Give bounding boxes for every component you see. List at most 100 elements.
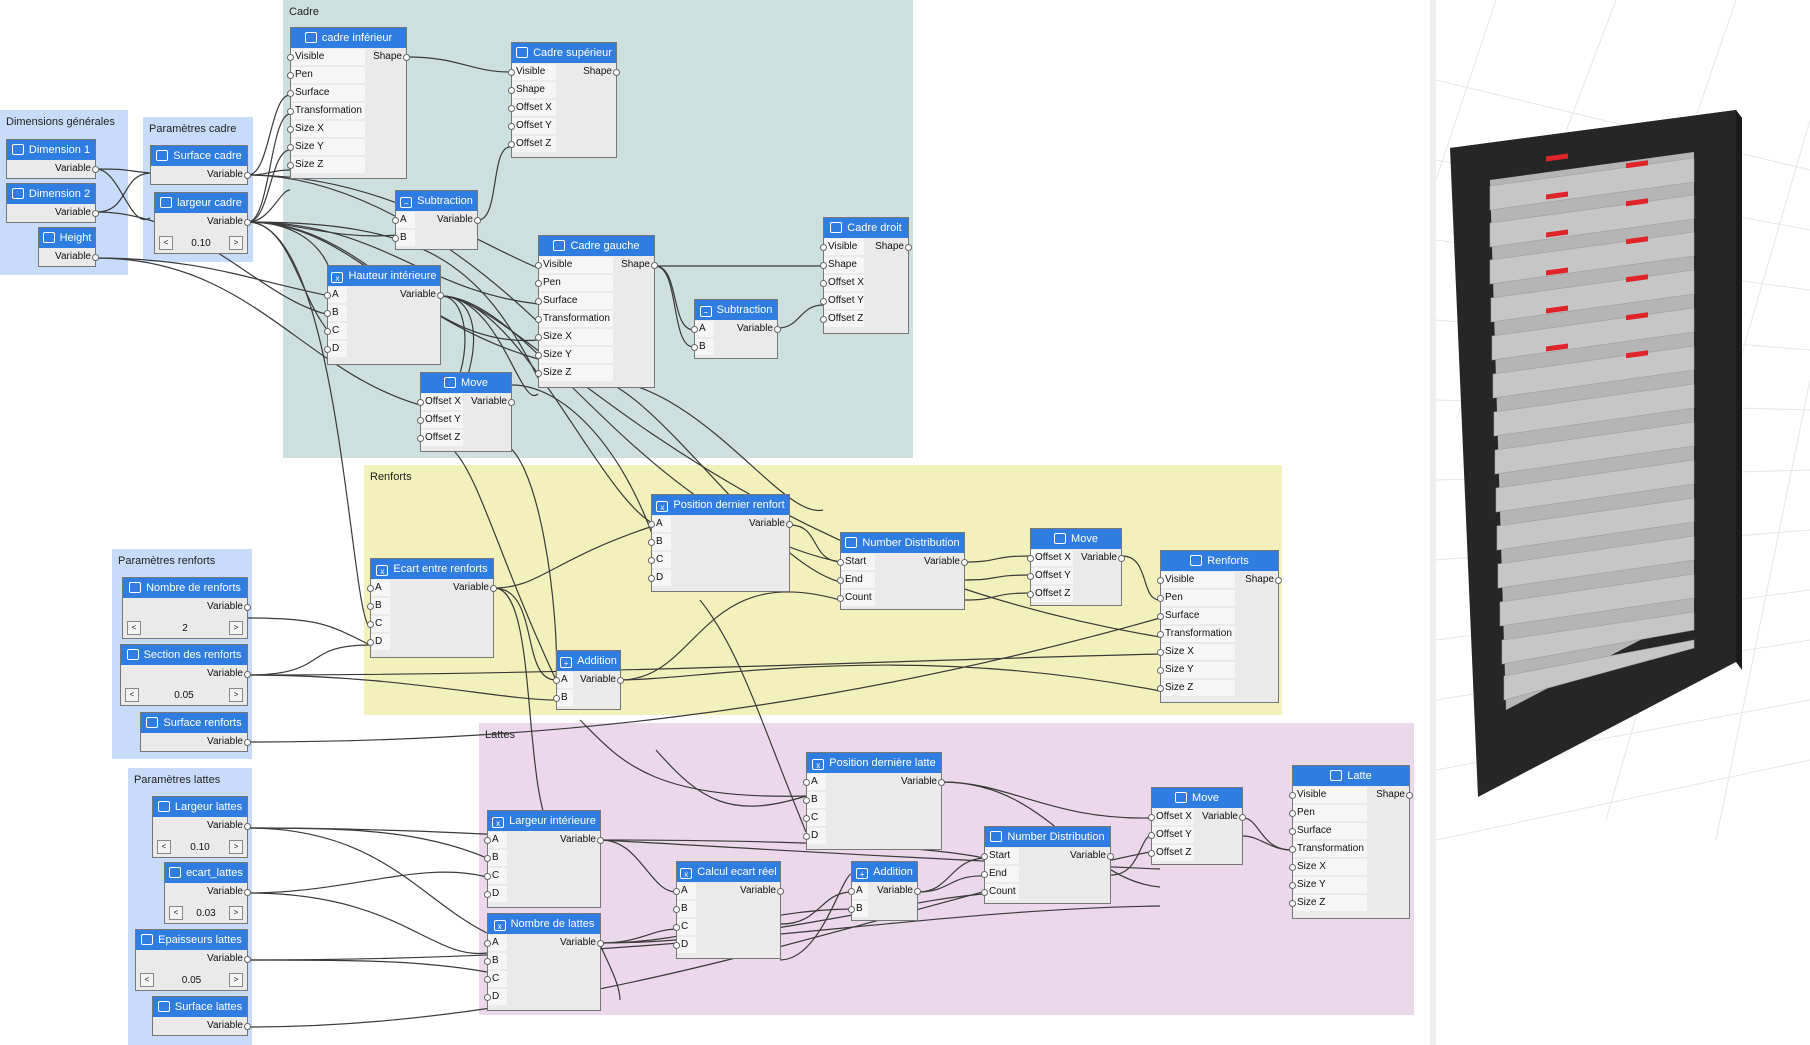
- increment-button[interactable]: >: [229, 688, 243, 702]
- nombre-renforts-node[interactable]: Nombre de renforts Variable < 2 >: [122, 577, 251, 639]
- cadre-superieur-node[interactable]: Cadre supérieur Visible Shape Shape Offs…: [508, 42, 620, 158]
- input-surface[interactable]: Surface: [1157, 608, 1235, 624]
- input-size-y[interactable]: Size Y: [1289, 877, 1367, 893]
- output-shape[interactable]: Shape: [1245, 572, 1282, 588]
- input-a[interactable]: A: [367, 580, 390, 596]
- input-c[interactable]: C: [803, 810, 826, 826]
- input-size-z[interactable]: Size Z: [1289, 895, 1367, 911]
- input-offset-x[interactable]: Offset X: [1148, 809, 1194, 825]
- input-count[interactable]: Count: [981, 884, 1019, 900]
- input-c[interactable]: C: [648, 552, 671, 568]
- input-surface[interactable]: Surface: [287, 85, 365, 101]
- input-transformation[interactable]: Transformation: [535, 311, 613, 327]
- subtraction-node-2[interactable]: −Subtraction A Variable B: [691, 299, 781, 359]
- output-variable[interactable]: Variable: [207, 214, 251, 230]
- input-size-z[interactable]: Size Z: [287, 157, 365, 173]
- input-shape[interactable]: Shape: [508, 82, 556, 98]
- output-variable[interactable]: Variable: [55, 249, 99, 265]
- output-variable[interactable]: Variable: [737, 321, 781, 337]
- surface-lattes-node[interactable]: Surface lattes Variable: [152, 996, 251, 1036]
- increment-button[interactable]: >: [229, 973, 243, 987]
- increment-button[interactable]: >: [229, 840, 243, 854]
- decrement-button[interactable]: <: [127, 621, 141, 635]
- input-pen[interactable]: Pen: [1157, 590, 1235, 606]
- input-offset-y[interactable]: Offset Y: [508, 118, 556, 134]
- input-offset-x[interactable]: Offset X: [1027, 550, 1073, 566]
- input-b[interactable]: B: [848, 901, 868, 917]
- input-a[interactable]: A: [673, 883, 696, 899]
- output-variable[interactable]: Variable: [901, 774, 945, 790]
- addition-node[interactable]: +Addition A Variable B: [553, 650, 624, 710]
- input-offset-z[interactable]: Offset Z: [417, 430, 463, 446]
- output-variable[interactable]: Variable: [400, 287, 444, 303]
- input-visible[interactable]: Visible: [508, 64, 556, 80]
- input-a[interactable]: A: [803, 774, 826, 790]
- input-start[interactable]: Start: [837, 554, 875, 570]
- dimension2-node[interactable]: Dimension 2 Variable: [6, 183, 99, 223]
- move-node[interactable]: Move Offset X Variable Offset Y Offset Z: [417, 372, 515, 452]
- input-offset-y[interactable]: Offset Y: [1027, 568, 1073, 584]
- output-variable[interactable]: Variable: [471, 394, 515, 410]
- move-node-2[interactable]: Move Offset X Variable Offset Y Offset Z: [1027, 528, 1125, 606]
- input-size-x[interactable]: Size X: [535, 329, 613, 345]
- output-variable[interactable]: Variable: [207, 666, 251, 682]
- output-variable[interactable]: Variable: [207, 951, 251, 967]
- input-b[interactable]: B: [553, 690, 573, 706]
- input-offset-y[interactable]: Offset Y: [1148, 827, 1194, 843]
- increment-button[interactable]: >: [229, 906, 243, 920]
- input-a[interactable]: A: [484, 832, 507, 848]
- output-shape[interactable]: Shape: [875, 239, 912, 255]
- output-shape[interactable]: Shape: [583, 64, 620, 80]
- input-size-x[interactable]: Size X: [1289, 859, 1367, 875]
- input-surface[interactable]: Surface: [1289, 823, 1367, 839]
- output-variable[interactable]: Variable: [453, 580, 497, 596]
- input-surface[interactable]: Surface: [535, 293, 613, 309]
- surface-renforts-node[interactable]: Surface renforts Variable: [140, 712, 251, 752]
- output-variable[interactable]: Variable: [924, 554, 968, 570]
- value-stepper[interactable]: < 0.05 >: [125, 687, 243, 703]
- input-pen[interactable]: Pen: [535, 275, 613, 291]
- input-size-y[interactable]: Size Y: [287, 139, 365, 155]
- largeur-lattes-node[interactable]: Largeur lattes Variable < 0.10 >: [152, 796, 251, 858]
- stepper-value[interactable]: 0.03: [196, 907, 216, 919]
- input-b[interactable]: B: [648, 534, 671, 550]
- subtraction-node[interactable]: −Subtraction A Variable B: [392, 190, 481, 250]
- input-offset-z[interactable]: Offset Z: [1148, 845, 1194, 861]
- epaisseurs-lattes-node[interactable]: Epaisseurs lattes Variable < 0.05 >: [135, 929, 251, 991]
- input-c[interactable]: C: [367, 616, 390, 632]
- dimension1-node[interactable]: Dimension 1 Variable: [6, 139, 99, 179]
- section-renforts-node[interactable]: Section des renforts Variable < 0.05 >: [120, 644, 251, 706]
- output-variable[interactable]: Variable: [560, 832, 604, 848]
- decrement-button[interactable]: <: [157, 840, 171, 854]
- input-b[interactable]: B: [324, 305, 347, 321]
- input-pen[interactable]: Pen: [1289, 805, 1367, 821]
- value-stepper[interactable]: < 0.10 >: [157, 839, 243, 855]
- input-a[interactable]: A: [648, 516, 671, 532]
- cadre-droit-node[interactable]: Cadre droit Visible Shape Shape Offset X…: [820, 217, 912, 334]
- output-variable[interactable]: Variable: [207, 599, 251, 615]
- output-variable[interactable]: Variable: [207, 734, 251, 750]
- input-size-x[interactable]: Size X: [287, 121, 365, 137]
- increment-button[interactable]: >: [229, 621, 243, 635]
- stepper-value[interactable]: 0.10: [190, 841, 210, 853]
- output-variable[interactable]: Variable: [55, 205, 99, 221]
- largeur-cadre-node[interactable]: largeur cadre Variable < 0.10 >: [154, 192, 251, 254]
- input-shape[interactable]: Shape: [820, 257, 864, 273]
- input-offset-y[interactable]: Offset Y: [820, 293, 864, 309]
- latte-node[interactable]: Latte Visible Shape Pen Surface Transfor…: [1289, 765, 1413, 919]
- surface-cadre-node[interactable]: Surface cadre Variable: [150, 145, 251, 185]
- input-a[interactable]: A: [484, 935, 507, 951]
- input-offset-x[interactable]: Offset X: [417, 394, 463, 410]
- stepper-value[interactable]: 0.10: [191, 237, 211, 249]
- output-shape[interactable]: Shape: [373, 49, 410, 65]
- input-b[interactable]: B: [392, 230, 415, 246]
- output-variable[interactable]: Variable: [207, 1018, 251, 1034]
- input-c[interactable]: C: [673, 919, 696, 935]
- input-d[interactable]: D: [484, 989, 507, 1005]
- output-variable[interactable]: Variable: [560, 935, 604, 951]
- input-count[interactable]: Count: [837, 590, 875, 606]
